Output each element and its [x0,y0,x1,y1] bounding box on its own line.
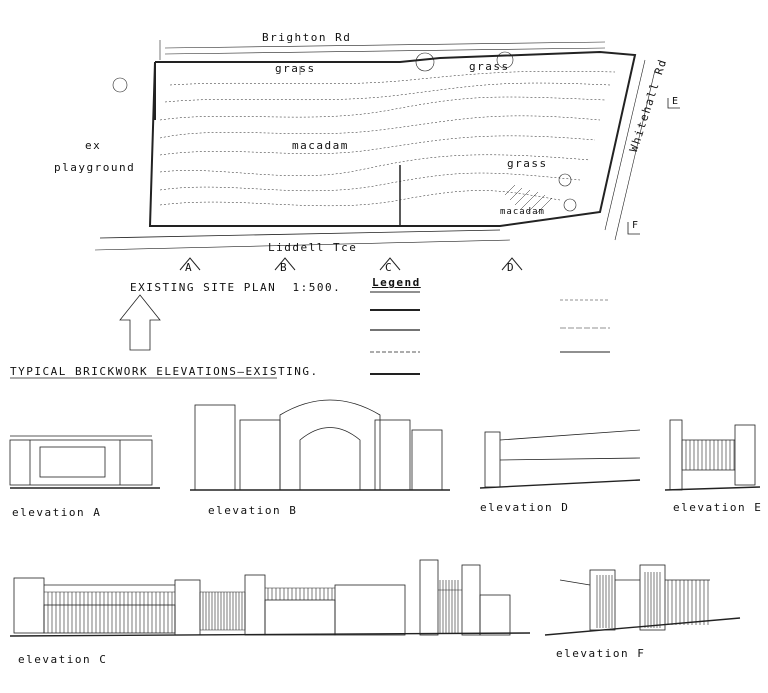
elevation-a-label: elevation A [12,506,102,519]
area-label-grass-north-left: grass [275,62,316,75]
elevation-f-label: elevation F [556,647,646,660]
elevation-e-label: elevation E [673,501,763,514]
section-marker-d: D [507,261,516,274]
site-plan-title: EXISTING SITE PLAN 1:500. [130,282,341,293]
north-arrow [119,294,161,351]
elevation-d-label: elevation D [480,501,570,514]
area-label-grass-north-right: grass [469,60,510,73]
contour-lines [159,71,616,207]
area-label-grass-east: grass [507,157,548,170]
section-marker-arrows [179,257,523,271]
site-boundary [94,40,656,251]
section-marker-b: B [280,261,289,274]
elevation-b-drawing [190,399,450,491]
railing-pickets [47,440,735,633]
area-label-macadam-corner: macadam [500,207,545,217]
hatched-macadam-corner [504,184,553,215]
elevation-c-label: elevation C [18,653,108,666]
elevation-e-drawing [664,419,761,491]
legend-heading: Legend [372,276,421,289]
road-label-liddell: Liddell Tce [268,241,358,254]
section-marker-a: A [185,261,194,274]
section-marker-c: C [385,261,394,274]
area-label-macadam: macadam [292,139,349,152]
elevation-d-drawing [479,429,641,489]
elevation-b-label: elevation B [208,504,298,517]
elevation-a-drawing [9,435,160,489]
site-plan-scale: 1:500. [292,281,342,294]
trees [112,51,577,212]
side-marker-e: E [672,96,679,107]
elevation-c-drawing [9,559,531,637]
site-plan-title-text: EXISTING SITE PLAN [130,281,277,294]
elevation-c-railings [44,587,462,631]
side-marker-f: F [632,220,639,231]
elevations-section-title: TYPICAL BRICKWORK ELEVATIONS—EXISTING. [10,365,319,378]
side-marker-frames [627,98,680,235]
ex-playground-label-line2: playground [54,161,136,174]
road-label-brighton: Brighton Rd [262,31,352,44]
elevation-f-drawing [544,564,741,636]
ex-playground-label-line1: ex [85,139,102,152]
legend-lines [370,291,610,375]
